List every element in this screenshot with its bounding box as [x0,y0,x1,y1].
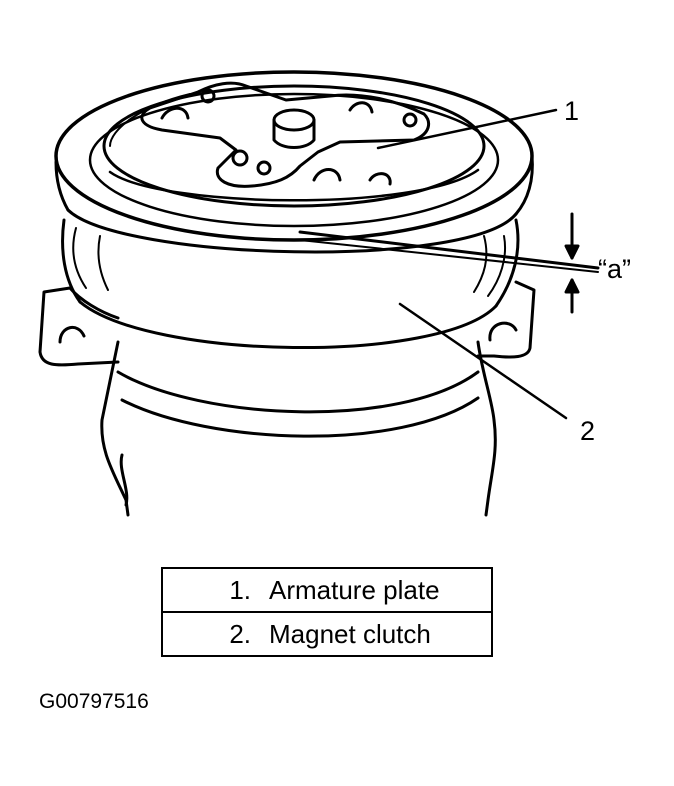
compressor-clutch-illustration [38,70,600,517]
legend-number: 2. [229,618,251,649]
legend-row: 2. Magnet clutch [161,611,493,657]
legend-table: 1. Armature plate 2. Magnet clutch [161,567,493,657]
callout-1: 1 [564,96,580,126]
legend-label: Armature plate [269,574,440,605]
callout-2: 2 [580,416,596,446]
leader-line-2 [398,302,568,420]
pulley-rim [54,70,534,254]
right-mounting-lug [476,280,536,359]
callout-gap-a: “a” [598,254,631,284]
gap-indicator [298,212,600,314]
compressor-body [100,340,497,517]
legend-row: 1. Armature plate [161,567,493,613]
pulley-grooves [61,218,520,349]
figure-id: G00797516 [39,690,149,713]
legend-label: Magnet clutch [269,618,431,649]
hub-spider [140,81,431,188]
leader-line-1 [376,108,558,150]
legend-number: 1. [229,574,251,605]
